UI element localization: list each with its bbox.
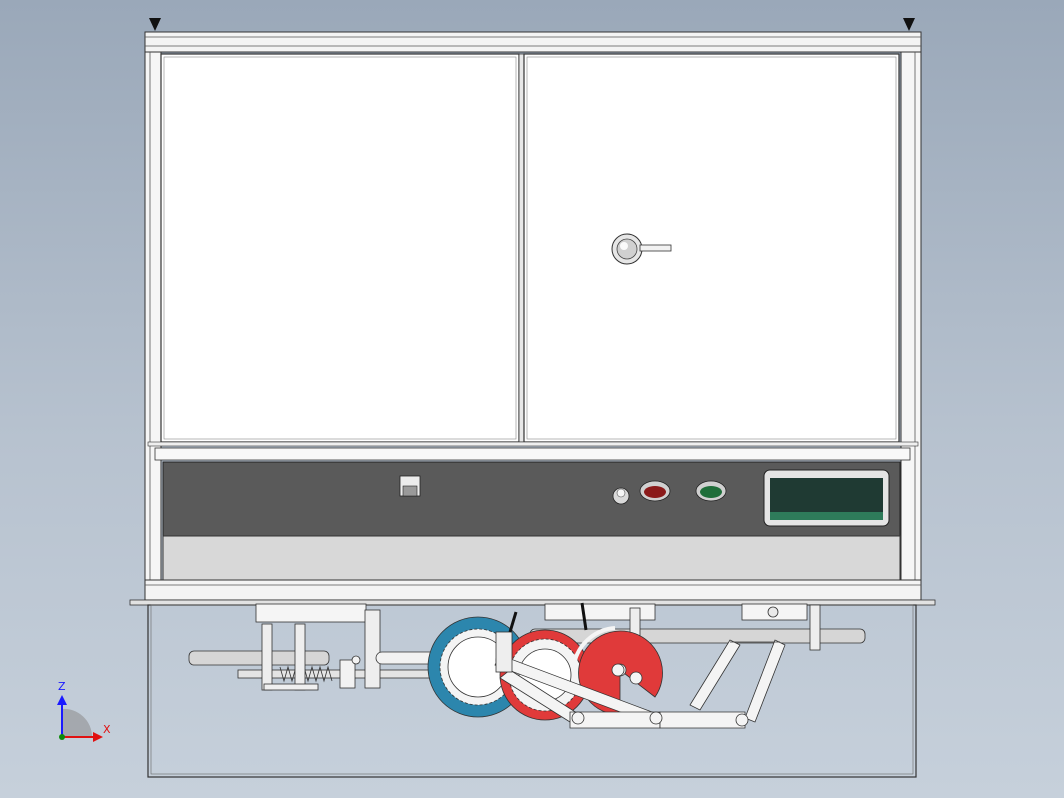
right-corner-marker bbox=[903, 18, 915, 31]
door-divider bbox=[518, 53, 525, 443]
right-door[interactable] bbox=[523, 53, 900, 443]
mechanism bbox=[188, 602, 866, 729]
lock-handle-icon[interactable] bbox=[611, 233, 672, 265]
switch-icon[interactable] bbox=[399, 475, 421, 497]
spring bbox=[279, 665, 333, 683]
mount-block bbox=[255, 603, 367, 623]
z-axis-label: Z bbox=[58, 680, 66, 693]
right-frame-post bbox=[900, 51, 922, 601]
triad-origin bbox=[59, 734, 65, 740]
linkage bbox=[494, 639, 786, 729]
left-frame-post bbox=[144, 51, 162, 601]
top-rail bbox=[144, 31, 922, 53]
red-indicator-icon bbox=[639, 480, 671, 502]
base-rail bbox=[129, 579, 936, 606]
axis-triad bbox=[57, 695, 103, 742]
lower-shaft bbox=[188, 650, 330, 666]
middle-rail bbox=[147, 441, 919, 461]
x-axis-label: X bbox=[103, 723, 111, 736]
left-door[interactable] bbox=[160, 53, 520, 443]
display-screen bbox=[763, 469, 890, 527]
green-indicator-icon bbox=[695, 480, 727, 502]
key-switch-icon[interactable] bbox=[612, 487, 630, 505]
left-corner-marker bbox=[149, 18, 161, 31]
